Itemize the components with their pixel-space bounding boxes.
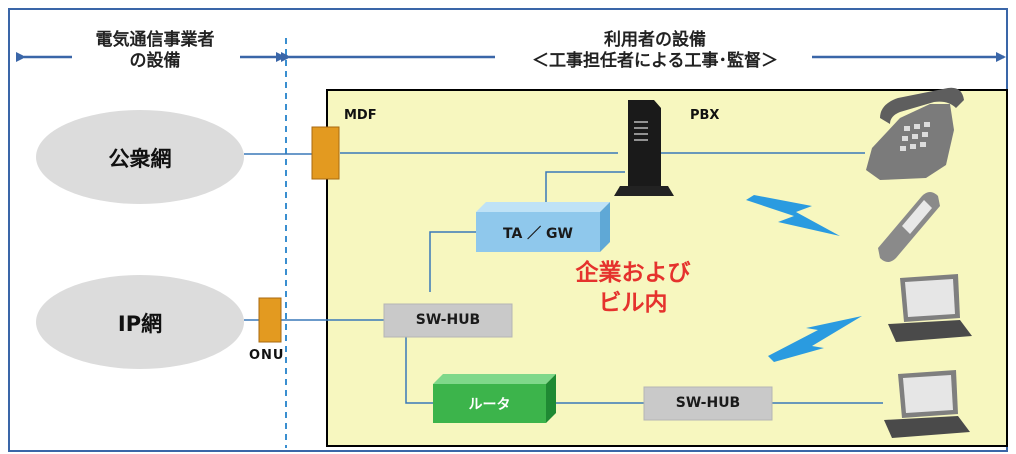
- mdf-connector: [311, 126, 340, 180]
- telephone-icon: [866, 87, 964, 180]
- premises-label-line-1: 企業および: [575, 260, 691, 286]
- sw-hub-box-1: [383, 303, 513, 338]
- ip-network-label: IP網: [117, 312, 163, 336]
- header-right-line-1: 利用者の設備: [604, 30, 706, 50]
- premises-label-line-2: ビル内: [598, 290, 668, 316]
- user-equipment-header: 利用者の設備 ＜工事担任者による工事･監督＞: [495, 30, 815, 72]
- sw-hub-label-1: SW-HUB: [415, 312, 481, 328]
- laptop-icon: [888, 274, 972, 342]
- laptop-icon: [884, 370, 970, 438]
- lightning-icon: [768, 316, 862, 362]
- router-box: [433, 374, 556, 423]
- mdf-label: MDF: [344, 108, 377, 123]
- pbx-icon: [614, 100, 674, 196]
- connection-lines: [244, 152, 883, 404]
- ta-gw-label: TA ／ GW: [503, 226, 573, 242]
- public-network-label: 公衆網: [108, 147, 172, 171]
- header-left-line-2: の設備: [129, 51, 181, 71]
- sw-hub-box-2: [643, 386, 773, 421]
- router-label: ルータ: [468, 397, 511, 413]
- carrier-equipment-header: 電気通信事業者 の設備: [70, 30, 240, 72]
- pbx-label: PBX: [690, 108, 720, 123]
- ta-gw-box: [476, 202, 610, 252]
- mobile-phone-icon: [878, 192, 940, 262]
- lightning-icon: [746, 195, 840, 236]
- sw-hub-label-2: SW-HUB: [675, 395, 741, 411]
- onu-label: ONU: [249, 348, 285, 363]
- premises-label: 企業および ビル内: [558, 258, 708, 318]
- public-network-cloud: [36, 110, 244, 204]
- header-right-line-2: ＜工事担任者による工事･監督＞: [532, 51, 778, 71]
- onu-connector: [258, 297, 282, 343]
- header-left-line-1: 電気通信事業者: [95, 30, 215, 50]
- ip-network-cloud: [36, 275, 244, 369]
